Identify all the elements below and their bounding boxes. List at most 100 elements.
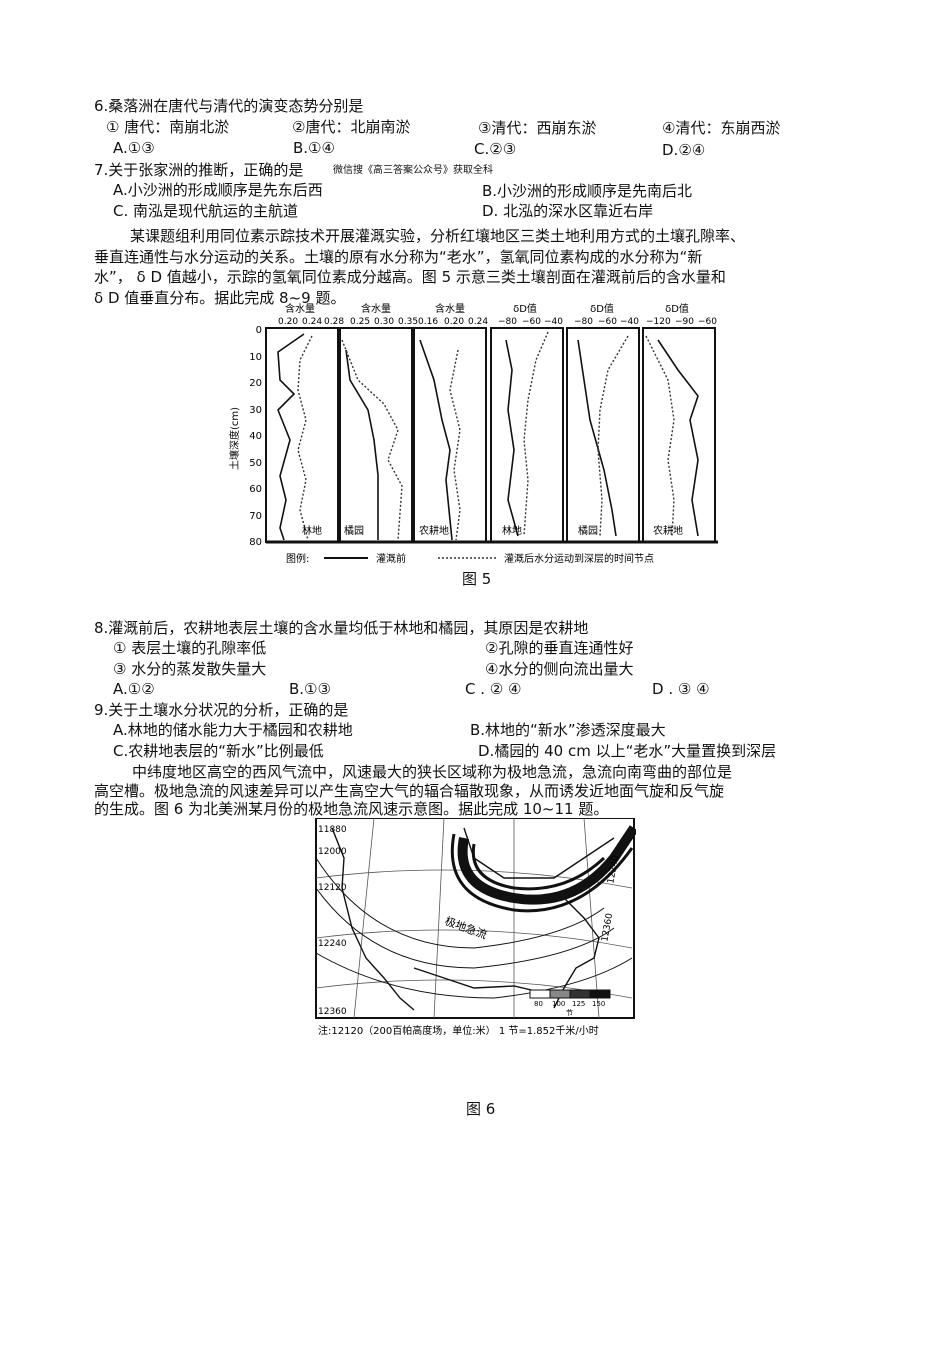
p1-tick1: 0.20: [278, 317, 298, 327]
intro2-line2: 高空槽。极地急流的风速差异可以产生高空大气的辐合辐散现象，从而诱发近地面气旋和反…: [94, 782, 725, 800]
contour-label-12240-east: 12240: [606, 854, 621, 884]
q8-option-2: ②孔隙的垂直连通性好: [485, 639, 634, 657]
p4-tick2: −60: [522, 317, 541, 327]
panel5-frame: [566, 327, 640, 543]
panel4-frame: [490, 327, 564, 543]
q9-answer-a: A.林地的储水能力大于橘园和农耕地: [113, 721, 353, 739]
contour-label-12120: 12120: [318, 883, 347, 893]
p3-before-line: [419, 339, 453, 541]
q6-option-3: ③清代：西崩东淤: [478, 119, 597, 137]
q7-answer-d: D. 北泓的深水区靠近右岸: [482, 202, 654, 220]
panel2-title: 含水量: [361, 302, 391, 315]
p6-tick3: −60: [698, 317, 717, 327]
q8-answer-a: A.①②: [113, 680, 155, 698]
intro1-line2: 垂直连通性与水分运动的关系。土壤的原有水分称为“老水”，氢氧同位素构成的水分称为…: [94, 248, 703, 266]
panel5-title: δD值: [590, 302, 614, 315]
panel1-title: 含水量: [285, 302, 315, 315]
p6-before-line: [657, 339, 699, 537]
q8-answer-c: C . ② ④: [465, 680, 522, 698]
depth-tick-20: 20: [249, 378, 262, 389]
p5-tick1: −80: [574, 317, 593, 327]
depth-tick-80: 80: [249, 537, 262, 548]
q7-stem: 7.关于张家洲的推断，正确的是: [94, 161, 304, 179]
p3-tick2: 0.20: [444, 317, 464, 327]
q7-answer-c: C. 南泓是现代航运的主航道: [113, 202, 299, 220]
p1-tick2: 0.24: [302, 317, 322, 327]
depth-tick-30: 30: [249, 405, 262, 416]
p2-tick2: 0.30: [374, 317, 394, 327]
panel3-title: 含水量: [435, 302, 465, 315]
contour-label-12000: 12000: [318, 847, 347, 857]
legend-dotted: 灌溉后水分运动到深层的时间节点: [504, 552, 654, 565]
p2-tick3: 0.35: [398, 317, 418, 327]
intro2-line3: 的生成。图 6 为北美洲某月份的极地急流风速示意图。据此完成 10~11 题。: [94, 800, 609, 818]
p1-tick3: 0.28: [324, 317, 344, 327]
q9-answer-b: B.林地的“新水”渗透深度最大: [470, 721, 666, 739]
legend-prefix: 图例:: [286, 552, 309, 565]
p3-after-line: [449, 349, 461, 541]
depth-tick-70: 70: [249, 511, 262, 522]
depth-tick-60: 60: [249, 484, 262, 495]
scale-150: 150: [592, 1000, 605, 1008]
scale-80: 80: [534, 1000, 543, 1008]
q6-option-1: ① 唐代：南崩北淤: [106, 118, 230, 136]
q8-answer-d: D . ③ ④: [652, 680, 710, 698]
p3-tick1: 0.16: [418, 317, 438, 327]
q8-option-4: ④水分的侧向流出量大: [485, 660, 634, 678]
q9-answer-c: C.农耕地表层的“新水”比例最低: [113, 742, 324, 760]
depth-tick-50: 50: [249, 458, 262, 469]
p5-tick3: −40: [620, 317, 639, 327]
p5-tick2: −60: [598, 317, 617, 327]
p4-tick1: −80: [498, 317, 517, 327]
contour-label-12360-east: 12360: [600, 912, 615, 942]
q6-answer-d: D.②④: [662, 141, 706, 159]
speed-scale: 80 100 125 150 节: [529, 989, 611, 1017]
panel1-name: 林地: [302, 524, 322, 537]
q6-option-2: ②唐代：北崩南淤: [292, 118, 411, 136]
p5-before-line: [577, 339, 617, 537]
p2-after-line: [341, 339, 403, 541]
intro1-line3: 水”， δ D 值越小，示踪的氢氧同位素成分越高。图 5 示意三类土壤剖面在灌溉…: [94, 268, 726, 286]
p2-tick1: 0.25: [350, 317, 370, 327]
p2-before-line: [345, 349, 379, 540]
q8-option-1: ① 表层土壤的孔隙率低: [113, 639, 267, 657]
map-note: 注:12120（200百帕高度场，单位:米） 1 节=1.852千米/小时: [318, 1024, 599, 1037]
figure-6-map: 11880 12000 12120 12240 12360 12240 1236…: [315, 818, 636, 1037]
panel3-frame: [413, 327, 487, 543]
q8-option-3: ③ 水分的蒸发散失量大: [113, 660, 267, 678]
p5-after-line: [597, 335, 629, 537]
q7-answer-b: B.小沙洲的形成顺序是先南后北: [482, 182, 693, 200]
depth-tick-40: 40: [249, 431, 262, 442]
q6-stem: 6.桑落洲在唐代与清代的演变态势分别是: [94, 97, 364, 115]
scale-unit: 节: [566, 1009, 573, 1017]
panel4-title: δD值: [513, 302, 537, 315]
p4-before-line: [505, 339, 519, 537]
q6-answer-b: B.①④: [293, 139, 335, 157]
depth-tick-10: 10: [249, 352, 262, 363]
p6-tick2: −90: [675, 317, 694, 327]
q6-option-4: ④清代：东崩西淤: [662, 119, 781, 137]
figure-6-caption: 图 6: [466, 1100, 496, 1118]
legend-solid: 灌溉前: [376, 552, 406, 565]
q7-answer-a: A.小沙洲的形成顺序是先东后西: [113, 181, 323, 199]
panel6-frame: [642, 327, 716, 543]
contour-label-11880: 11880: [318, 825, 347, 835]
panel5-name: 橘园: [578, 525, 598, 537]
q8-answer-b: B.①③: [289, 680, 331, 698]
contour-label-12360: 12360: [318, 1007, 347, 1017]
q9-answer-d: D.橘园的 40 cm 以上“老水”大量置换到深层: [478, 742, 777, 760]
scale-100: 100: [552, 1000, 565, 1008]
p6-after-line: [645, 335, 675, 537]
scale-125: 125: [572, 1000, 585, 1008]
panel4-name: 林地: [502, 524, 522, 537]
panel2-name: 橘园: [344, 525, 364, 537]
q8-stem: 8.灌溉前后，农耕地表层土壤的含水量均低于林地和橘园，其原因是农耕地: [94, 619, 589, 637]
q6-answer-a: A.①③: [113, 139, 155, 157]
figure-5: 含水量 含水量 含水量 δD值 δD值 δD值 0.20 0.24 0.28 0…: [228, 302, 718, 565]
y-axis-label: 土壤深度(cm): [228, 407, 241, 470]
q6-answer-c: C.②③: [474, 140, 517, 158]
panel2-frame: [339, 327, 413, 543]
p6-tick1: −120: [646, 317, 671, 327]
q9-stem: 9.关于土壤水分状况的分析，正确的是: [94, 701, 349, 719]
contour-label-12240: 12240: [318, 939, 347, 949]
